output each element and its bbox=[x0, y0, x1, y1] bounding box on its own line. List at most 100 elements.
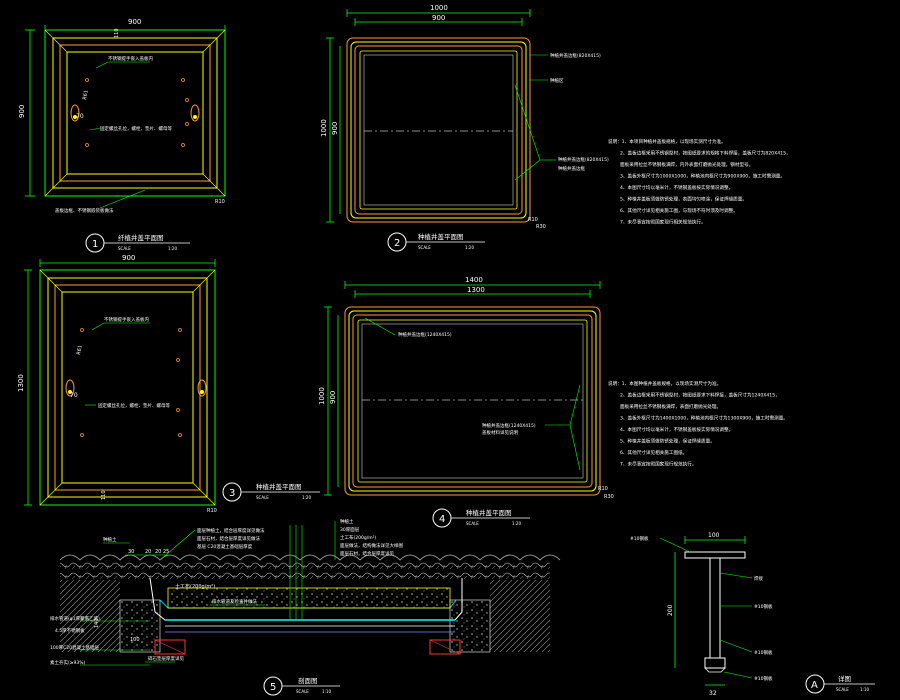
section-note-tl-1: 面层石材，结合层厚度详见做法 bbox=[197, 535, 260, 542]
section-left-note-0: 排水管道(φ1厚聚氯乙烯) bbox=[50, 615, 100, 622]
section-note-tr-4: 面层石材，结合层厚度详见 bbox=[340, 550, 394, 557]
section-note-tl-2: 基层 C20混凝土基础层厚度 bbox=[197, 543, 253, 550]
section-note-tr-1: 30厚面层 bbox=[340, 527, 360, 533]
panel2-scale-val: 1:20 bbox=[465, 245, 474, 250]
panel4-note-frame: 种植井盖边框(1240X415) bbox=[398, 331, 452, 338]
notes2-line-6: 6、其他尺寸详见相关施工图纸。 bbox=[620, 449, 687, 456]
dim-width-label: 900 bbox=[128, 18, 141, 26]
section-geotextile-label: 土工布(200g/m²) bbox=[175, 583, 215, 590]
panel3-dim-110: 110 bbox=[101, 490, 107, 500]
section-note-tl-0: 面层种植土，结合层厚度详见做法 bbox=[197, 527, 265, 534]
section-note-tr-0: 种植土 bbox=[340, 518, 354, 525]
section-scale-val: 1:10 bbox=[322, 689, 331, 694]
panel-3-plan: 900 1300 不锈钢提手嵌入盖板内 固定螺丝孔位，螺栓、垫片、螺母等 R10… bbox=[17, 254, 320, 514]
panel2-note-frame: 种植井盖边框(820X415) bbox=[550, 52, 601, 59]
notes1-line-2: 面板采用拉丝不锈钢板满焊，内外表面打磨抛光处理，钢材型号。 bbox=[620, 161, 753, 168]
panel3-dim-r61: R61 bbox=[76, 345, 84, 356]
panel1-tag-number: 1 bbox=[92, 239, 98, 250]
panel4-dim-inner: 1300 bbox=[467, 286, 485, 294]
panel2-note-mid: 种植区 bbox=[550, 77, 564, 84]
panel1-dim-110: 110 bbox=[114, 28, 120, 38]
panel2-tag-number: 2 bbox=[394, 238, 400, 249]
detail-title: 详图 bbox=[838, 674, 851, 683]
notes1-line-7: 7、未尽事宜按照国家现行相关规范执行。 bbox=[620, 219, 706, 226]
section-left-note-3: 素土夯实(≥93%) bbox=[50, 659, 86, 666]
detail-scale-val: 1:10 bbox=[860, 687, 869, 692]
notes-block-2: 说明：1、本图种植井盖板规格，以现场实测尺寸为准。 2、盖板边框采用不锈钢型材，按… bbox=[608, 380, 788, 468]
section-dim-30: 30 bbox=[128, 549, 134, 555]
panel3-scale-val: 1:20 bbox=[302, 495, 311, 500]
panel1-dim-70: 70 bbox=[76, 113, 84, 120]
panel1-title: 纤植井盖平面图 bbox=[118, 233, 164, 242]
panel4-dim-r10: R10 bbox=[598, 486, 608, 492]
detail-note-bottom1: #10钢板 bbox=[754, 649, 773, 656]
panel1-note-bottom: 盖板边框、不锈钢嵌装板做法 bbox=[55, 207, 114, 214]
panel3-title: 种植井盖平面图 bbox=[256, 482, 302, 491]
notes2-line-0: 说明：1、本图种植井盖板规格，以现场实测尺寸为准。 bbox=[608, 380, 721, 387]
section-soil-label: 种植土 bbox=[103, 536, 117, 543]
panel-2-plan: 1000 900 1000 900 种植井盖边框(820X415) 种植区 种植… bbox=[320, 4, 609, 252]
panel4-dim-outer: 1400 bbox=[465, 276, 483, 284]
panel3-scale-word: SCALE bbox=[256, 495, 269, 500]
notes1-line-3: 3、盖板外框尺寸为1000X1000，种植池内框尺寸为900X900，施工时需测… bbox=[620, 173, 785, 180]
panel1-note-screws: 固定螺丝孔位，螺栓、垫片、螺母等 bbox=[100, 125, 172, 132]
panel3-dim-height: 1300 bbox=[17, 374, 25, 392]
panel2-title: 种植井盖平面图 bbox=[418, 232, 464, 241]
section-drain-label: 排水管道及检查井做法 bbox=[212, 598, 257, 605]
panel1-dim-r: R10 bbox=[215, 199, 225, 205]
detail-note-plate: #10钢板 bbox=[754, 603, 773, 610]
panel4-tag-number: 4 bbox=[439, 514, 445, 525]
dim-height-label: 900 bbox=[18, 105, 26, 118]
notes2-line-7: 7、未尽事宜按照国家现行规范执行。 bbox=[620, 461, 696, 468]
detail-a: 100 200 32 #10钢板 焊接 #10钢板 #10钢板 #10钢板 A … bbox=[630, 532, 875, 697]
section-dim-25: 25 bbox=[163, 549, 169, 555]
panel3-dim-70: 70 bbox=[70, 392, 78, 399]
detail-scale-word: SCALE bbox=[836, 687, 849, 692]
panel2-note-bottom2: 种植井盖边框 bbox=[558, 165, 585, 172]
panel3-note-screws: 固定螺丝孔位，螺栓、垫片、螺母等 bbox=[98, 402, 170, 409]
notes1-line-6: 6、其他尺寸详见相关施工图，与现场不符时须及时调整。 bbox=[620, 207, 738, 214]
section-bottom-note: 碎石垫层厚度详见 bbox=[148, 655, 184, 662]
section-scale-word: SCALE bbox=[296, 689, 309, 694]
panel2-dim-side-inner: 900 bbox=[331, 122, 339, 135]
panel1-scale-val: 1:20 bbox=[168, 246, 177, 251]
panel4-scale-word: SCALE bbox=[466, 521, 479, 526]
notes2-line-3: 3、盖板外框尺寸为1400X1000，种植池内框尺寸为1300X900，施工时需… bbox=[620, 415, 788, 422]
notes-block-1: 说明：1、本项目种植井盖板规格，以现场实测尺寸为准。2、盖板边框采用不锈钢型材，… bbox=[608, 138, 791, 226]
panel1-dim-r61: R61 bbox=[82, 90, 90, 101]
detail-dim-top: 100 bbox=[708, 532, 720, 539]
notes2-line-5: 5、种植井盖板须做防锈处理，保证焊缝质量。 bbox=[620, 438, 715, 445]
panel2-dim-r10: R10 bbox=[528, 217, 538, 223]
panel2-note-bottom: 种植井盖边框(820X415) bbox=[558, 156, 609, 163]
panel1-scale-word: SCALE bbox=[118, 246, 131, 251]
section-dim-20a: 20 bbox=[145, 549, 151, 555]
section-tag-number: 5 bbox=[270, 682, 276, 693]
panel4-dim-side-outer: 1000 bbox=[318, 387, 326, 405]
section-note-tr-3: 面层做法，结构做法详见大样图 bbox=[340, 542, 403, 549]
section-title: 剖面图 bbox=[298, 676, 318, 685]
detail-note-weld: 焊接 bbox=[754, 575, 763, 582]
section-dim-140: 140 bbox=[94, 618, 100, 628]
notes2-line-4: 4、本图尺寸均以毫米计，不锈钢盖板按实际情况调整。 bbox=[620, 426, 733, 433]
section-left-note-2: 100厚C20混凝土基础层 bbox=[50, 644, 99, 651]
panel4-dim-r30: R30 bbox=[604, 494, 614, 500]
panel4-note-mid: 种植井盖边框(1240X415) bbox=[482, 422, 536, 429]
panel3-tag-number: 3 bbox=[229, 488, 235, 499]
panel4-scale-val: 1:20 bbox=[512, 521, 521, 526]
notes1-line-4: 4、本图尺寸均以毫米计，不锈钢盖板按实际情况调整。 bbox=[620, 184, 733, 191]
notes1-line-5: 5、种植井盖板须做防锈处理，表面均匀喷涂，保证焊缝质量。 bbox=[620, 196, 747, 203]
notes2-line-1: 2、盖板边框采用不锈钢型材，按图纸要求下料焊接，盖板尺寸为1240X415， bbox=[620, 392, 780, 399]
section-drawing: 30 20 20 25 种植土 面层种植土，结合层厚度详见做法 面层石材，结合层… bbox=[50, 518, 561, 696]
panel4-note-mid2: 盖板材料详见说明 bbox=[482, 429, 518, 436]
section-dim-20b: 20 bbox=[155, 549, 161, 555]
panel4-dim-side-inner: 900 bbox=[329, 391, 337, 404]
detail-dim-side: 200 bbox=[667, 604, 674, 616]
panel2-dim-inner: 900 bbox=[432, 14, 445, 22]
notes1-line-1: 2、盖板边框采用不锈钢型材，按图纸要求的规格下料焊接，盖板尺寸为820X415， bbox=[620, 150, 791, 157]
panel-1-plan: 900 900 不锈钢提手嵌入盖板内 固定螺丝孔位，螺栓、垫片、螺母等 bbox=[18, 18, 226, 253]
detail-note-bottom2: #10钢板 bbox=[754, 675, 773, 682]
panel2-dim-side-outer: 1000 bbox=[320, 119, 328, 137]
panel3-dim-width: 900 bbox=[122, 254, 135, 262]
